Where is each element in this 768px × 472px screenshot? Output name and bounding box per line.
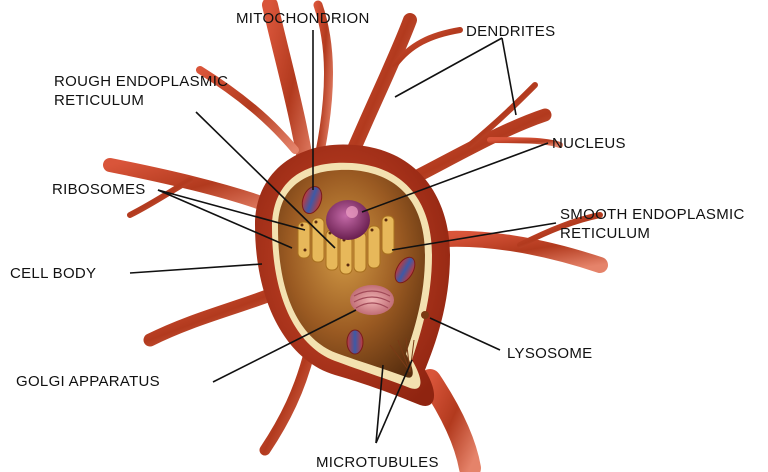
golgi-text: GOLGI APPARATUS — [16, 372, 160, 391]
ribosomes-text: RIBOSOMES — [52, 180, 146, 199]
label-rough-er: ROUGH ENDOPLASMIC RETICULUM — [54, 72, 228, 110]
cell-body-text: CELL BODY — [10, 264, 96, 283]
label-microtubules: MICROTUBULES — [316, 453, 439, 472]
nucleus-text: NUCLEUS — [552, 134, 626, 153]
rough-er-text-line1: ROUGH ENDOPLASMIC — [54, 72, 228, 91]
smooth-er-text-line2: RETICULUM — [560, 224, 745, 243]
label-lysosome: LYSOSOME — [507, 344, 592, 363]
smooth-er-text-line1: SMOOTH ENDOPLASMIC — [560, 205, 745, 224]
nucleus — [326, 200, 370, 240]
golgi — [350, 285, 394, 315]
label-mitochondrion: MITOCHONDRION — [236, 9, 370, 28]
label-smooth-er: SMOOTH ENDOPLASMIC RETICULUM — [560, 205, 745, 243]
dendrites-text: DENDRITES — [466, 22, 555, 41]
microtubules-text: MICROTUBULES — [316, 453, 439, 472]
mitochondrion-text: MITOCHONDRION — [236, 9, 370, 28]
label-nucleus: NUCLEUS — [552, 134, 626, 153]
lysosome — [421, 311, 429, 319]
label-golgi: GOLGI APPARATUS — [16, 372, 160, 391]
lysosome-text: LYSOSOME — [507, 344, 592, 363]
label-cell-body: CELL BODY — [10, 264, 96, 283]
rough-er-text-line2: RETICULUM — [54, 91, 228, 110]
label-dendrites: DENDRITES — [466, 22, 555, 41]
label-ribosomes: RIBOSOMES — [52, 180, 146, 199]
